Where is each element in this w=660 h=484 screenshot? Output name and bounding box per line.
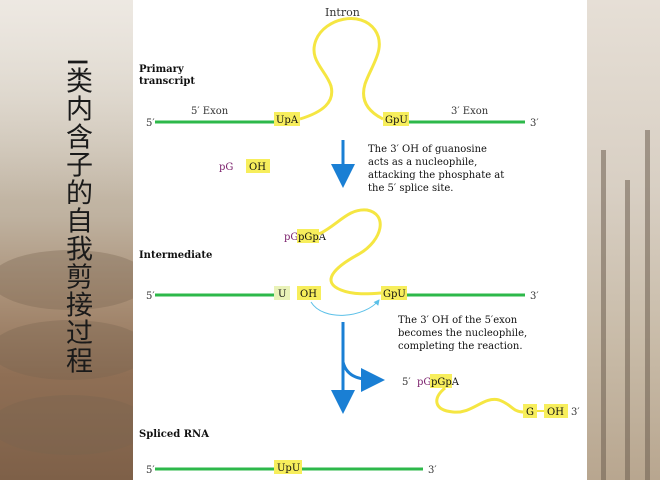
intron-label: Intron <box>325 6 360 19</box>
excised-oh-highlight <box>544 404 568 418</box>
intermediate-gpu-highlight <box>381 286 407 300</box>
intermediate-intron-lariat <box>318 208 382 296</box>
background-tree <box>645 130 650 480</box>
excised-g-highlight <box>523 404 537 418</box>
intermediate-five-prime: 5′ <box>146 291 155 302</box>
primary-transcript-label-line2: transcript <box>139 76 195 87</box>
nucleophile-attack-arrow <box>310 299 380 316</box>
gpu-label: GpU <box>385 115 408 126</box>
note1-line2: acts as a nucleophile, <box>368 157 477 168</box>
gpu-highlight <box>383 112 409 126</box>
exon3-label: 3′ Exon <box>451 106 489 117</box>
note1-line1: The 3′ OH of guanosine <box>368 144 487 155</box>
note2-line2: becomes the nucleophile, <box>398 328 527 339</box>
background-haze <box>0 0 133 200</box>
oh-highlight <box>246 159 270 173</box>
diagram-panel: Intron Primary transcript 5′ 5′ Exon UpA… <box>133 0 587 480</box>
pg-label: pG <box>219 162 233 173</box>
spliced-rna-label: Spliced RNA <box>139 429 209 440</box>
excised-intron-strand <box>435 386 524 414</box>
spliced-three-prime: 3′ <box>428 465 437 476</box>
excised-oh-label: OH <box>547 407 564 418</box>
background-image-right <box>587 0 660 480</box>
upa-label: UpA <box>276 115 299 126</box>
intron-loop <box>299 17 384 121</box>
excised-pa-highlight <box>430 374 452 388</box>
background-tree <box>601 150 606 480</box>
background-image-left <box>0 0 150 480</box>
spliced-upu-label: UpU <box>277 463 300 474</box>
note2-line1: The 3′ OH of the 5′exon <box>398 315 518 326</box>
intermediate-pg-label: pG <box>284 232 298 243</box>
slide-title: I类内含子的自我剪接过程 <box>61 58 92 375</box>
excised-pg-label: pG <box>417 377 431 388</box>
excised-three-prime: 3′ <box>571 407 580 418</box>
intermediate-gpu-label: GpU <box>383 289 406 300</box>
note1-line3: attacking the phosphate at <box>368 170 504 181</box>
intermediate-pgpa-label: pGpA <box>298 232 327 243</box>
note2-line3: completing the reaction. <box>398 341 523 352</box>
three-prime-end-label: 3′ <box>530 118 539 129</box>
intermediate-u-highlight <box>274 286 290 300</box>
excised-intron-arrow <box>341 361 385 392</box>
note1-line4: the 5′ splice site. <box>368 183 453 194</box>
intermediate-pa-highlight <box>297 229 319 243</box>
upa-highlight <box>274 112 300 126</box>
splicing-diagram: Intron Primary transcript 5′ 5′ Exon UpA… <box>139 6 580 476</box>
excised-pgpa-label: pGpA <box>431 377 460 388</box>
background-ridge <box>0 320 150 380</box>
intermediate-label: Intermediate <box>139 250 212 261</box>
intermediate-oh-highlight <box>297 286 321 300</box>
background-ridge <box>0 395 150 455</box>
spliced-upu-highlight <box>274 460 302 474</box>
intermediate-oh-label: OH <box>300 289 317 300</box>
excised-five-prime: 5′ <box>402 377 411 388</box>
oh-label: OH <box>249 162 266 173</box>
intermediate-three-prime: 3′ <box>530 291 539 302</box>
background-tree <box>625 180 630 480</box>
exon5-label: 5′ Exon <box>191 106 229 117</box>
five-prime-end-label: 5′ <box>146 118 155 129</box>
excised-g-label: G <box>526 407 534 418</box>
background-ridge <box>0 250 150 310</box>
primary-transcript-label-line1: Primary <box>139 64 185 75</box>
spliced-five-prime: 5′ <box>146 465 155 476</box>
intermediate-u-label: U <box>278 289 286 300</box>
